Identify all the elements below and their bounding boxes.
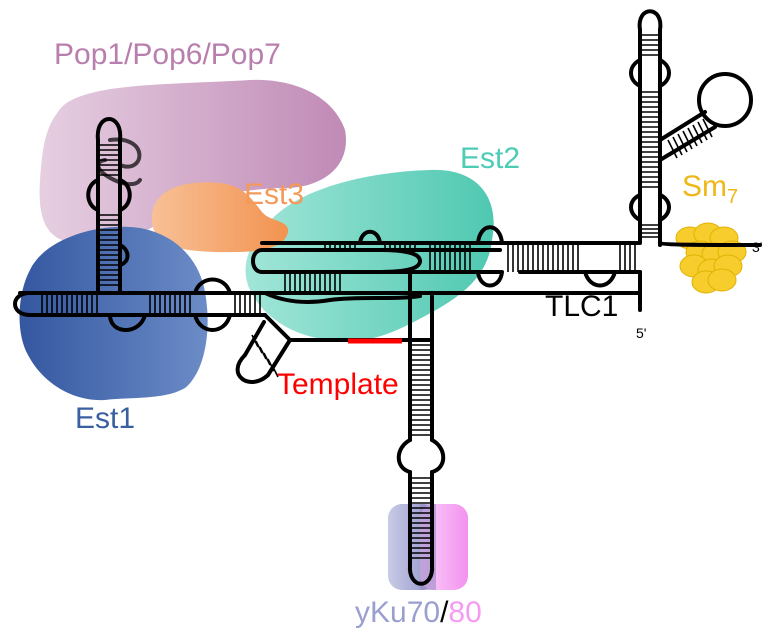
base-pair — [255, 340, 263, 354]
sm7-ring — [675, 222, 747, 294]
yku-label: yKu70/80 — [355, 596, 482, 629]
sm7-label: Sm7 — [682, 170, 738, 208]
base-pair — [263, 352, 271, 366]
base-pair — [267, 358, 275, 372]
base-pair — [702, 118, 713, 138]
sm-label-subscript: 7 — [727, 186, 738, 208]
base-pair — [672, 136, 683, 156]
base-pair — [667, 139, 678, 159]
base-pair — [697, 121, 708, 141]
template-label: Template — [277, 368, 399, 401]
tlc1-label: TLC1 — [545, 290, 618, 323]
sm-label-main: Sm — [682, 170, 727, 203]
base-pair — [677, 133, 688, 153]
est2-label: Est2 — [460, 142, 520, 175]
est1-label: Est1 — [75, 402, 135, 435]
base-pair — [692, 124, 703, 144]
yku-slash: / — [440, 596, 449, 629]
three-prime-label: 3' — [752, 239, 762, 255]
base-pair-rungs — [41, 34, 713, 559]
pop-complex-label: Pop1/Pop6/Pop7 — [54, 38, 281, 71]
yku70-label: yKu70 — [355, 596, 440, 629]
base-pair — [687, 127, 698, 147]
est3-protein-shape — [151, 182, 289, 253]
base-pair — [682, 130, 693, 150]
base-pair — [259, 346, 267, 360]
est3-label: Est3 — [244, 178, 304, 211]
sm-protein-subunit — [707, 268, 737, 292]
base-pair — [271, 364, 279, 378]
base-pair — [251, 334, 259, 348]
yku80-label: 80 — [448, 596, 481, 629]
five-prime-label: 5' — [636, 325, 646, 341]
